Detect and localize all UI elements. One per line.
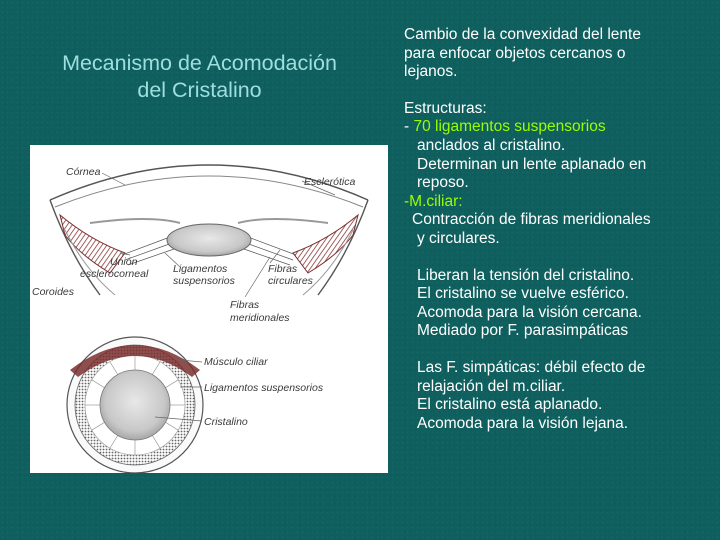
label-musculo-ciliar: Músculo ciliar	[204, 356, 268, 368]
p1-line-1: Cambio de la convexidad del lente	[404, 26, 641, 43]
p3-line-3: Acomoda para la visión cercana.	[417, 303, 642, 321]
title-line-1: Mecanismo de Acomodación	[62, 51, 337, 75]
diagram-svg: Córnea Esclerótica Unión esclerocorneal …	[32, 164, 369, 473]
front-view-lens	[66, 336, 204, 473]
lig-rest-1: anclados al cristalino.	[417, 136, 566, 154]
label-union-2: esclerocorneal	[80, 268, 149, 280]
p1-line-3: lejanos.	[404, 63, 458, 81]
label-fibras-circulares-1: Fibras	[268, 263, 298, 275]
label-fibras-meridionales-2: meridionales	[230, 312, 290, 324]
label-ligamentos-1: Ligamentos	[173, 263, 228, 275]
label-esclerotica: Esclerótica	[304, 176, 356, 188]
ligamentos-highlight: 70 ligamentos suspensorios	[413, 118, 606, 136]
p4-line-3: El cristalino está aplanado.	[417, 396, 603, 414]
lig-rest-2: Determinan un lente aplanado en	[417, 155, 647, 173]
title-line-2: del Cristalino	[137, 78, 262, 102]
p4-line-4: Acomoda para la visión lejana.	[417, 414, 629, 432]
ciliar-highlight: -M.ciliar:	[404, 192, 463, 210]
eye-accommodation-diagram: Córnea Esclerótica Unión esclerocorneal …	[30, 145, 388, 473]
explanation-text: Cambio de la convexidad del lente para e…	[404, 26, 709, 433]
label-fibras-meridionales-1: Fibras	[230, 299, 260, 311]
p1-line-2: para enfocar objetos cercanos o	[404, 44, 626, 62]
p4-line-1: Las F. simpáticas: débil efecto de	[417, 358, 646, 376]
p3-line-1: Liberan la tensión del cristalino.	[417, 266, 635, 284]
label-ligamentos-2: suspensorios	[173, 275, 236, 287]
p4-line-2: relajación del m.ciliar.	[417, 377, 566, 395]
ciliar-rest-1: Contracción de fibras meridionales	[412, 211, 651, 229]
estructuras-heading: Estructuras:	[404, 99, 487, 117]
label-coroides: Coroides	[32, 286, 75, 298]
p3-line-2: El cristalino se vuelve esférico.	[417, 285, 629, 303]
p3-line-4: Mediado por F. parasimpáticas	[417, 322, 629, 340]
eye-cross-section	[49, 164, 369, 298]
label-cornea: Córnea	[66, 166, 101, 178]
lig-rest-3: reposo.	[417, 174, 469, 192]
label-union-1: Unión	[110, 256, 138, 268]
slide-title: Mecanismo de Acomodación del Cristalino	[22, 50, 377, 104]
ligamentos-line: - 70 ligamentos suspensorios	[404, 118, 606, 136]
label-ligamentos-suspensorios: Ligamentos suspensorios	[204, 382, 324, 394]
ciliar-rest-2: y circulares.	[417, 229, 500, 247]
label-fibras-circulares-2: circulares	[268, 275, 314, 287]
label-cristalino: Cristalino	[204, 416, 248, 428]
